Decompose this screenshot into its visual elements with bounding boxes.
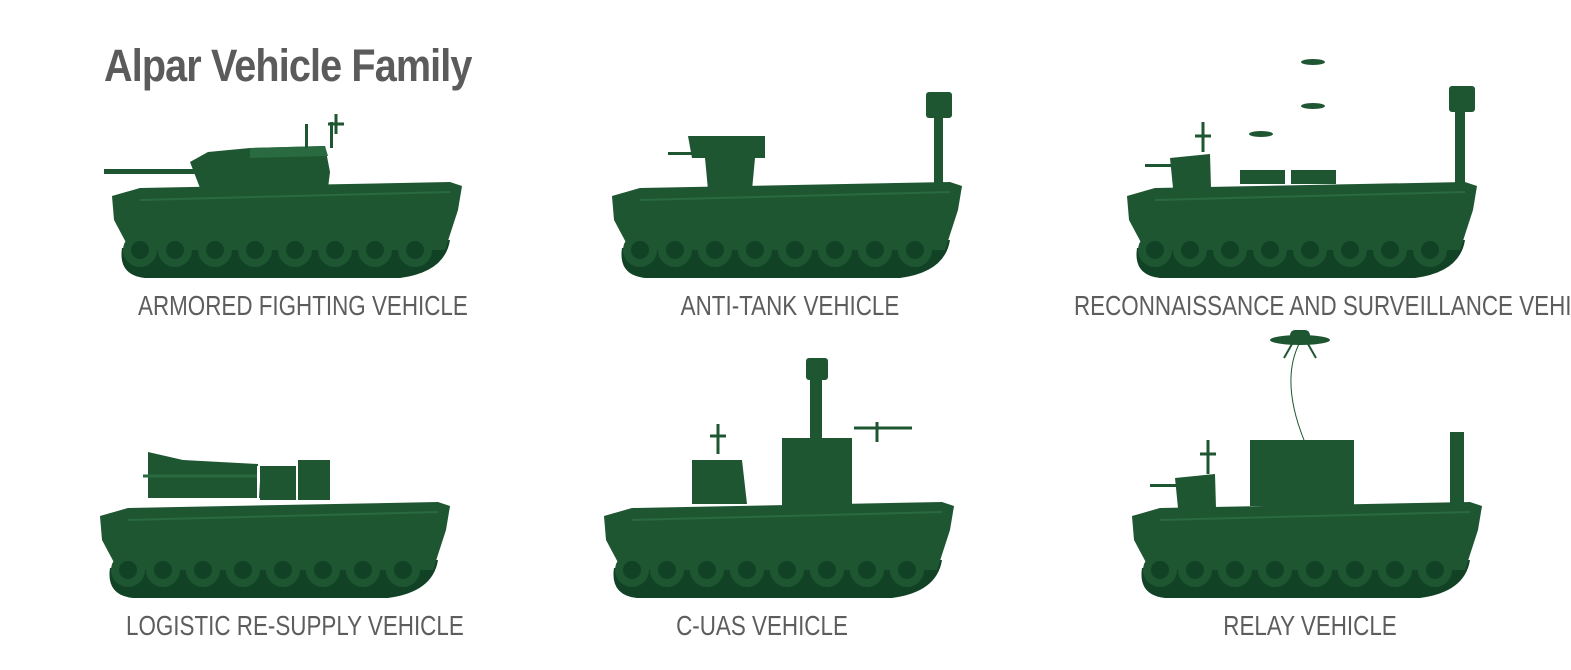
drone-icon bbox=[1249, 59, 1325, 137]
page-title: Alpar Vehicle Family bbox=[104, 40, 472, 91]
vehicle-caption: ARMORED FIGHTING VEHICLE bbox=[138, 290, 468, 321]
reconnaissance-and-surveillance-vehicle-card: RECONNAISSANCE AND SURVEILLANCE VEHICLE bbox=[1074, 59, 1571, 330]
logistic-re-supply-vehicle-illustration bbox=[100, 452, 450, 598]
relay-vehicle-card: RELAY VEHICLE bbox=[1120, 330, 1500, 650]
armored-fighting-vehicle-card: ARMORED FIGHTING VEHICLE bbox=[100, 100, 480, 330]
logistic-re-supply-vehicle-card: LOGISTIC RE-SUPPLY VEHICLE bbox=[88, 420, 468, 650]
vehicle-caption: LOGISTIC RE-SUPPLY VEHICLE bbox=[126, 610, 464, 641]
anti-tank-vehicle-illustration bbox=[612, 92, 962, 278]
vehicle-caption: ANTI-TANK VEHICLE bbox=[680, 290, 900, 321]
vehicle-caption: C-UAS VEHICLE bbox=[676, 610, 848, 641]
anti-tank-vehicle-card: ANTI-TANK VEHICLE bbox=[600, 92, 980, 330]
drone-icon bbox=[1270, 330, 1330, 359]
c-uas-vehicle-illustration bbox=[604, 358, 954, 598]
armored-fighting-vehicle-illustration bbox=[104, 114, 462, 278]
relay-vehicle-illustration bbox=[1132, 330, 1482, 598]
vehicle-caption: RECONNAISSANCE AND SURVEILLANCE VEHICLE bbox=[1074, 290, 1571, 321]
c-uas-vehicle-card: C-UAS VEHICLE bbox=[592, 358, 972, 650]
reconnaissance-and-surveillance-vehicle-illustration bbox=[1127, 59, 1477, 278]
vehicle-caption: RELAY VEHICLE bbox=[1223, 610, 1397, 641]
